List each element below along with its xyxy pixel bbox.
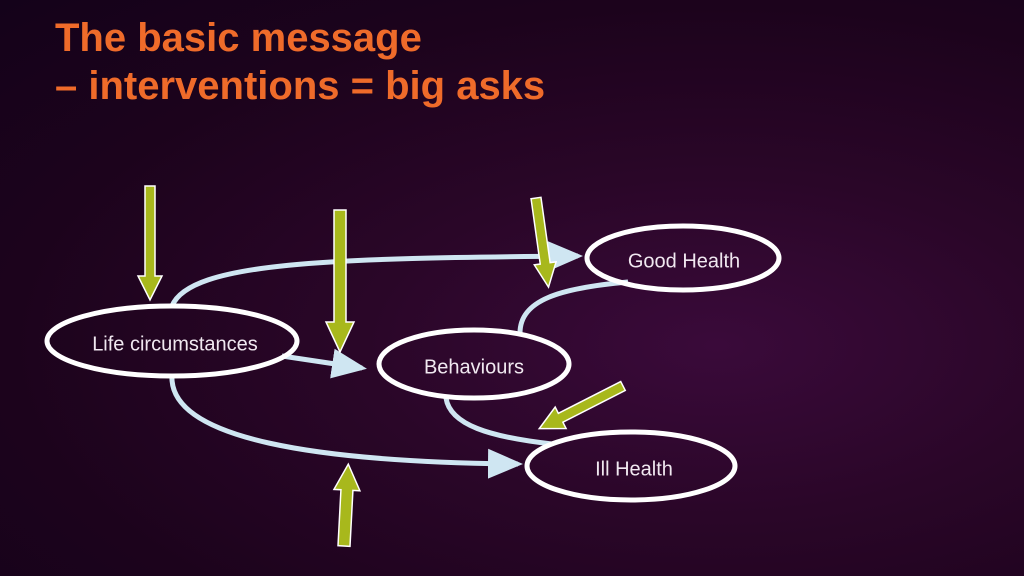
node-label-good-health: Good Health — [628, 250, 740, 272]
slide-title-line-2: – interventions = big asks — [55, 64, 546, 108]
intervention-arrow — [136, 185, 164, 302]
node-ill-health: Ill Health — [524, 429, 738, 503]
connector-life-to-ill-health — [169, 374, 523, 479]
node-label-ill-health: Ill Health — [595, 458, 673, 480]
intervention-arrow — [530, 196, 558, 289]
connector-behaviours-to-ill-health — [443, 397, 553, 447]
intervention-arrow — [537, 380, 627, 430]
connector-life-to-behaviours — [281, 348, 367, 379]
slide-title-line-1: The basic message — [55, 16, 422, 60]
connector-behaviours-to-good-health — [517, 279, 629, 334]
node-label-life-circumstances: Life circumstances — [92, 333, 258, 355]
intervention-arrow — [324, 209, 356, 354]
node-life-circumstances: Life circumstances — [44, 303, 300, 379]
slide-title: The basic message – interventions = big … — [55, 14, 545, 110]
intervention-arrow — [332, 462, 362, 548]
node-label-behaviours: Behaviours — [424, 356, 524, 378]
node-good-health: Good Health — [584, 223, 782, 293]
connector-life-to-good-health — [169, 241, 583, 308]
node-behaviours: Behaviours — [376, 327, 572, 401]
